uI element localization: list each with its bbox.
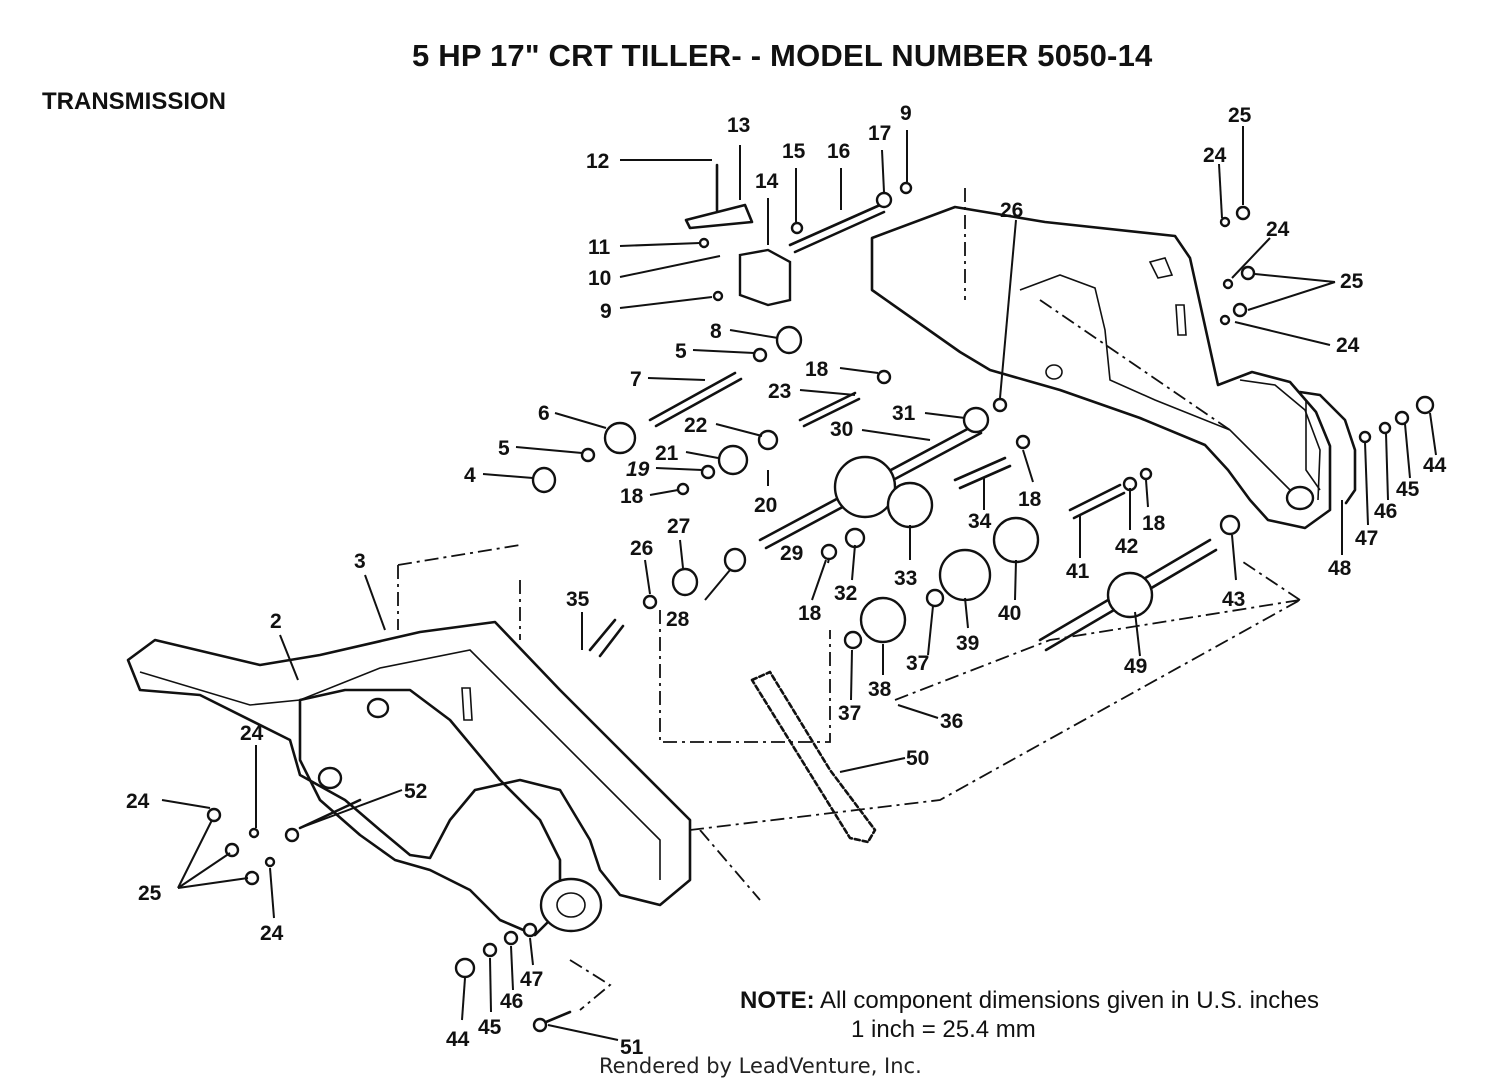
callout-18-right: 18 <box>1142 512 1166 535</box>
diagram-title: 5 HP 17" CRT TILLER- - MODEL NUMBER 5050… <box>412 38 1153 73</box>
left-housing-half <box>126 620 692 937</box>
callout-26-lower: 26 <box>630 537 653 560</box>
callout-47-right: 47 <box>1355 527 1378 550</box>
callout-52: 52 <box>404 780 427 803</box>
callout-24-left-c: 24 <box>260 922 284 945</box>
callout-46-right: 46 <box>1374 500 1397 523</box>
right-housing-half <box>870 205 1357 530</box>
callout-46-left: 46 <box>500 990 523 1013</box>
callout-47-left: 47 <box>520 968 543 991</box>
callout-43: 43 <box>1222 588 1245 611</box>
callout-40: 40 <box>998 602 1021 625</box>
gears-and-shafts <box>531 325 1241 658</box>
callout-24-left-b: 24 <box>240 722 264 745</box>
callout-10: 10 <box>588 267 611 290</box>
note-label: NOTE: <box>740 987 815 1014</box>
callout-2: 2 <box>270 610 282 633</box>
callout-8: 8 <box>710 320 722 343</box>
callout-18-mid: 18 <box>1018 488 1042 511</box>
callout-29: 29 <box>780 542 803 565</box>
callout-21: 21 <box>655 442 679 465</box>
callout-30: 30 <box>830 418 853 441</box>
callout-44-left: 44 <box>446 1028 470 1051</box>
callout-34: 34 <box>968 510 992 533</box>
callout-14: 14 <box>755 170 779 193</box>
callout-17: 17 <box>868 122 891 145</box>
callout-41: 41 <box>1066 560 1090 583</box>
callout-38: 38 <box>868 678 892 701</box>
callout-16: 16 <box>827 140 850 163</box>
callout-25-top: 25 <box>1228 104 1252 127</box>
callout-36: 36 <box>940 710 963 733</box>
assembly-guide-lines <box>397 188 1301 1011</box>
callout-3: 3 <box>354 550 366 573</box>
callout-24-right-a: 24 <box>1266 218 1290 241</box>
side-hardware <box>206 205 1435 1033</box>
callout-6: 6 <box>538 402 550 425</box>
callout-37-lower: 37 <box>838 702 861 725</box>
callout-39: 39 <box>956 632 979 655</box>
callout-26-top: 26 <box>1000 199 1023 222</box>
callout-42: 42 <box>1115 535 1138 558</box>
callout-18-lower: 18 <box>798 602 822 625</box>
callout-leaders <box>161 126 1437 1041</box>
note-line-1: All component dimensions given in U.S. i… <box>820 987 1319 1014</box>
callout-25-right: 25 <box>1340 270 1364 293</box>
callout-22: 22 <box>684 414 707 437</box>
callout-20: 20 <box>754 494 777 517</box>
callout-24-right-b: 24 <box>1336 334 1360 357</box>
shift-assembly <box>684 163 913 307</box>
callout-50: 50 <box>906 747 929 770</box>
callout-12: 12 <box>586 150 609 173</box>
note-line-2: 1 inch = 25.4 mm <box>851 1016 1036 1043</box>
callout-45-right: 45 <box>1396 478 1420 501</box>
callout-49: 49 <box>1124 655 1147 678</box>
callout-35: 35 <box>566 588 590 611</box>
callout-15: 15 <box>782 140 806 163</box>
chain <box>750 670 877 844</box>
callout-27: 27 <box>667 515 690 538</box>
callout-51: 51 <box>620 1036 644 1059</box>
callout-44-right: 44 <box>1423 454 1447 477</box>
callout-5-lower: 5 <box>498 437 510 460</box>
callout-9-top: 9 <box>900 102 912 125</box>
callout-11: 11 <box>588 236 611 259</box>
section-heading: TRANSMISSION <box>42 88 227 115</box>
callout-18-left: 18 <box>620 485 644 508</box>
dimension-note: NOTE: All component dimensions given in … <box>740 986 1319 1043</box>
callout-24-left-a: 24 <box>126 790 150 813</box>
callout-25-left: 25 <box>138 882 162 905</box>
callout-5-upper: 5 <box>675 340 687 363</box>
callout-13: 13 <box>727 114 750 137</box>
callout-28: 28 <box>666 608 690 631</box>
callout-37-upper: 37 <box>906 652 929 675</box>
callout-19: 19 <box>626 458 650 481</box>
callout-32: 32 <box>834 582 857 605</box>
callout-31: 31 <box>892 402 916 425</box>
callout-24-top: 24 <box>1203 144 1227 167</box>
callout-33: 33 <box>894 567 917 590</box>
callout-45-left: 45 <box>478 1016 502 1039</box>
footer-credit: Rendered by LeadVenture, Inc. <box>599 1054 922 1078</box>
callout-18-top: 18 <box>805 358 829 381</box>
callout-23: 23 <box>768 380 791 403</box>
callout-4: 4 <box>464 464 476 487</box>
callout-labels: 12 13 14 15 16 17 9 11 10 9 8 5 7 6 5 4 … <box>126 102 1447 1059</box>
callout-9-mid: 9 <box>600 300 612 323</box>
callout-7: 7 <box>630 368 642 391</box>
callout-48: 48 <box>1328 557 1352 580</box>
